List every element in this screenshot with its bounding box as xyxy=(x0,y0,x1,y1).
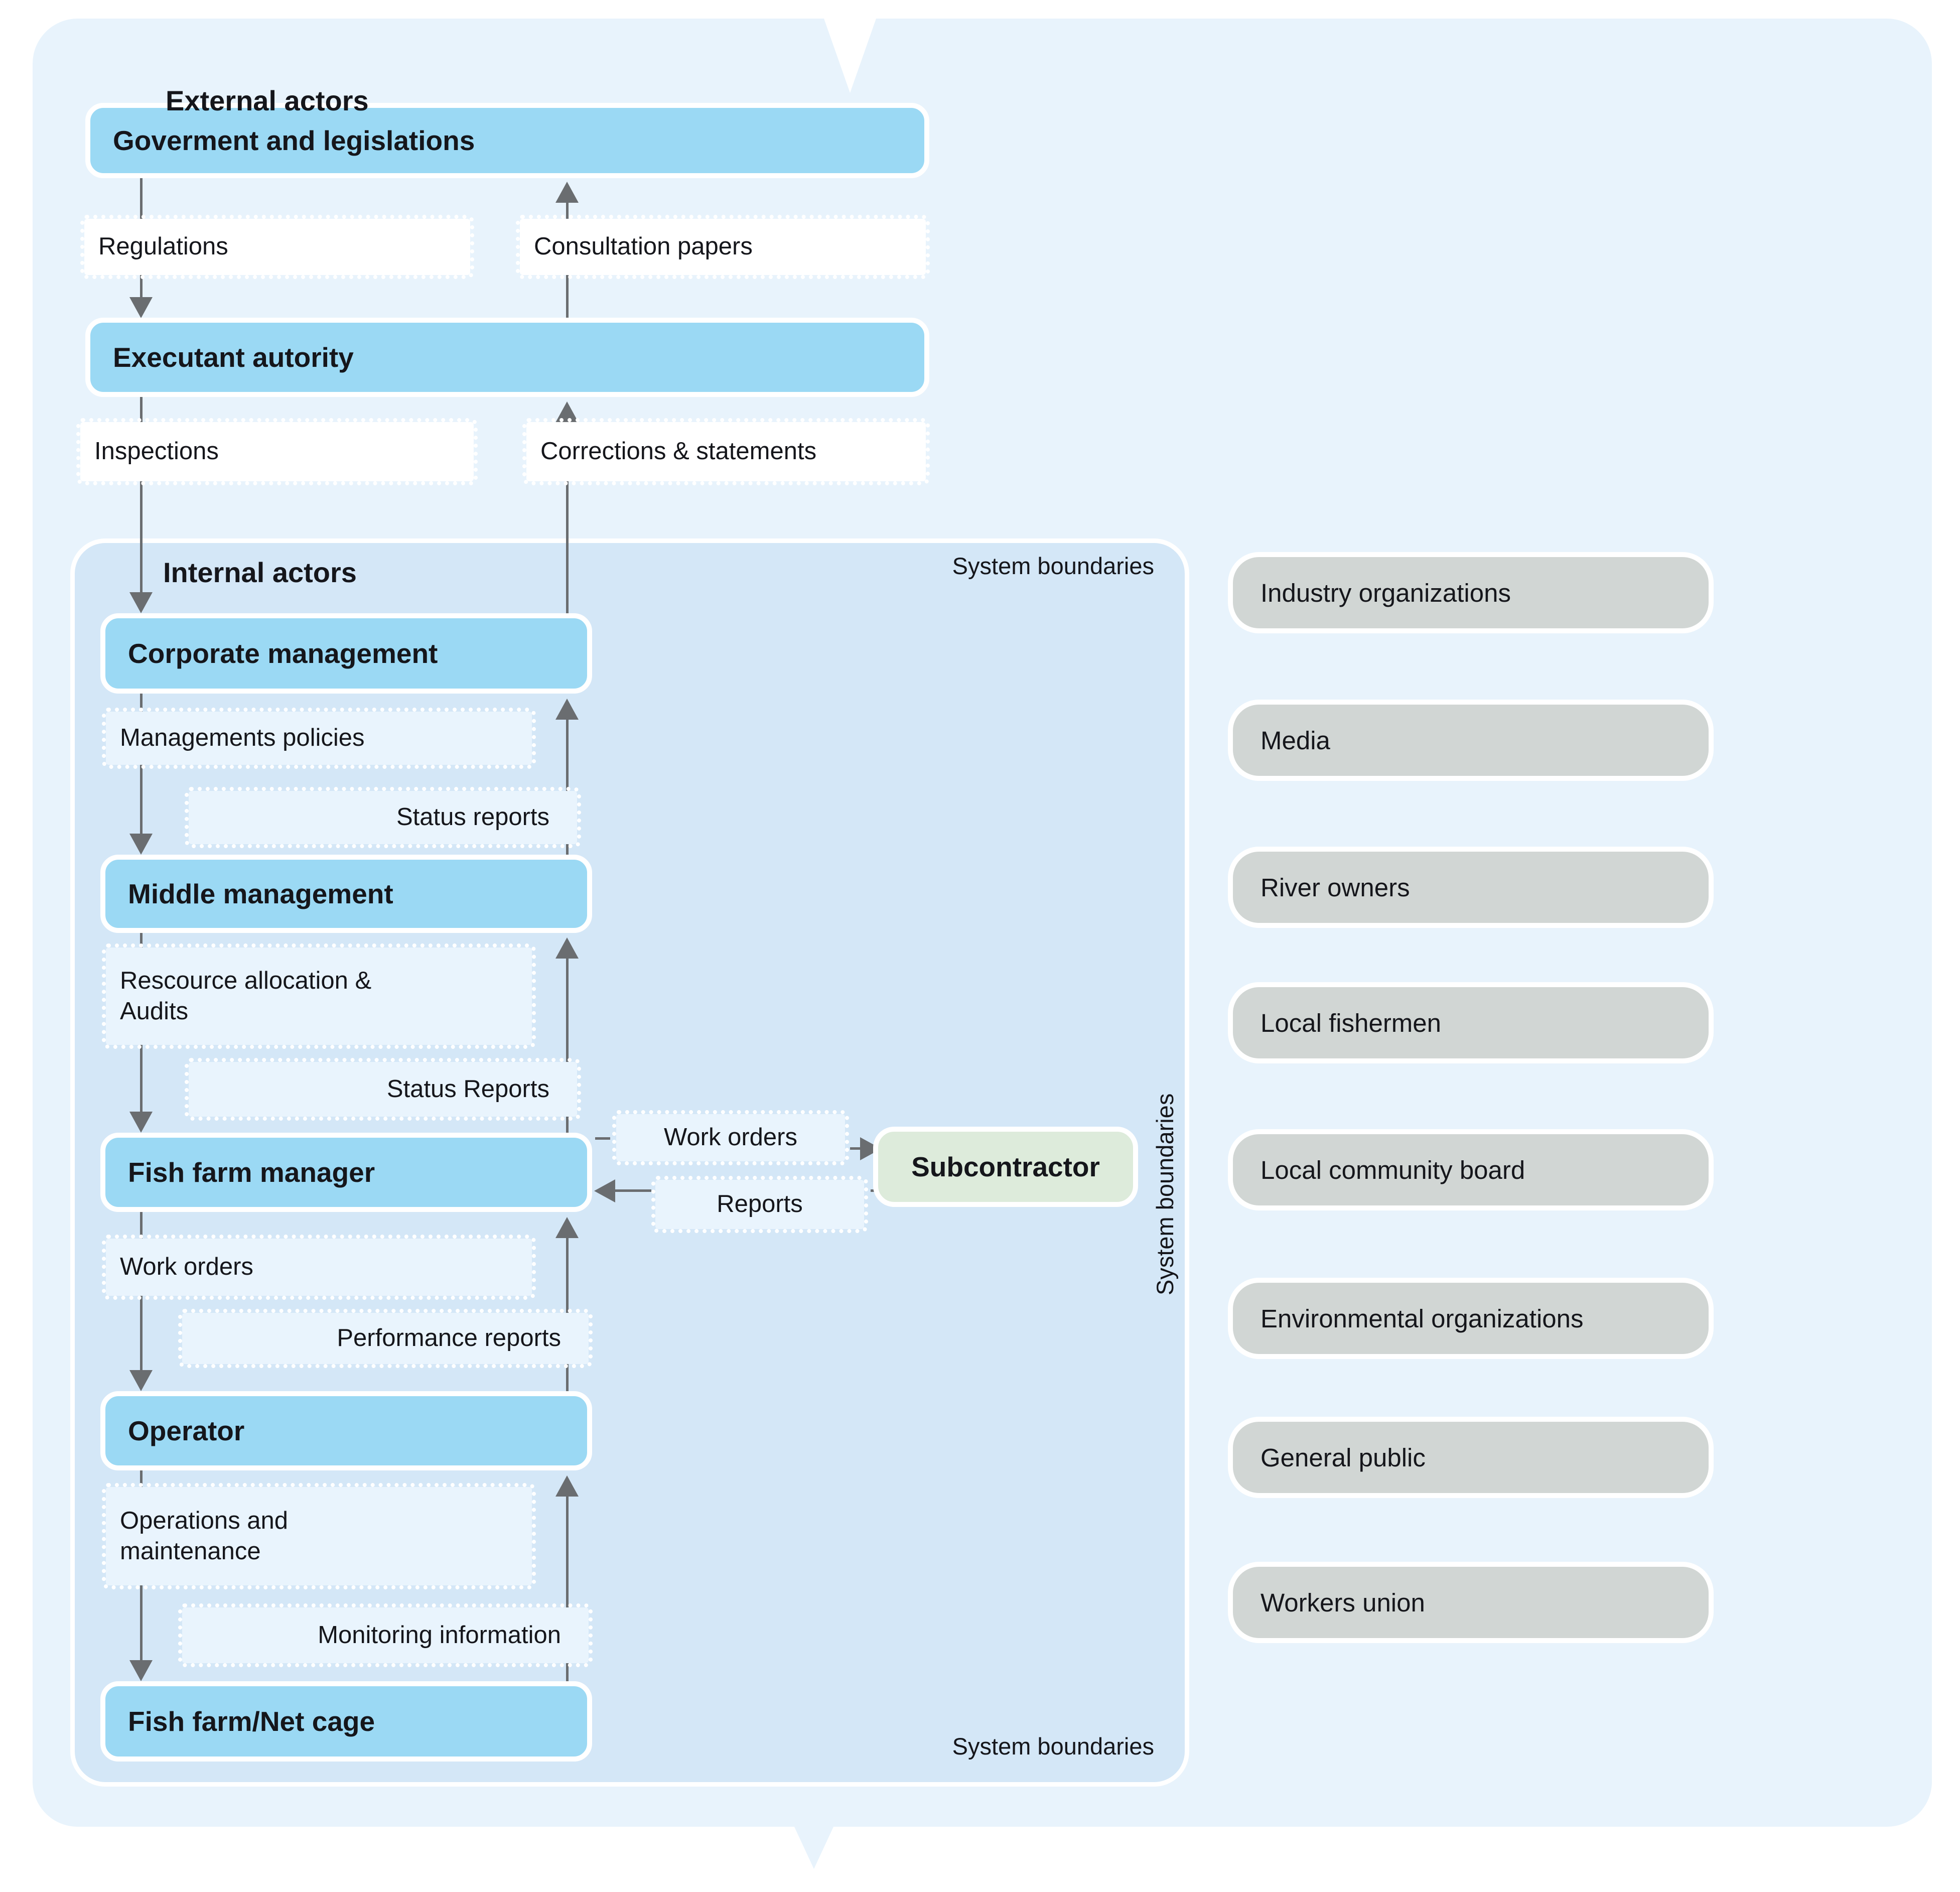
flow-resource-allocation-audits: Rescource allocation & Audits xyxy=(102,943,536,1049)
stakeholder-media: Media xyxy=(1228,700,1714,781)
arrowhead-down-4 xyxy=(129,1112,153,1133)
system-boundaries-label-side: System boundaries xyxy=(1152,1093,1178,1296)
arrow-line-workorders-subcontractor xyxy=(850,1147,860,1150)
arrowhead-down-5 xyxy=(129,1370,153,1391)
flow-consultation-papers: Consultation papers xyxy=(516,215,930,279)
corporate-management-box: Corporate management xyxy=(100,613,592,694)
stakeholder-river-owners: River owners xyxy=(1228,847,1714,928)
flow-management-policies: Managements policies xyxy=(102,708,536,769)
arrow-line-monitoring-up xyxy=(566,1496,569,1681)
external-actors-title: External actors xyxy=(166,85,369,116)
system-boundaries-label-top: System boundaries xyxy=(952,553,1154,579)
operator-box: Operator xyxy=(100,1391,592,1470)
flow-monitoring-information: Monitoring information xyxy=(178,1603,593,1667)
flow-corrections-statements: Corrections & statements xyxy=(522,418,930,485)
arrowhead-down-3 xyxy=(129,834,153,855)
flow-status-reports-2: Status Reports xyxy=(185,1058,581,1121)
stakeholder-industry-organizations: Industry organizations xyxy=(1228,552,1714,633)
arrowhead-up-5 xyxy=(555,1217,579,1238)
arrowhead-up-6 xyxy=(555,1475,579,1497)
subcontractor-box: Subcontractor xyxy=(873,1127,1138,1207)
stakeholder-workers-union: Workers union xyxy=(1228,1562,1714,1643)
stakeholder-environmental-organizations: Environmental organizations xyxy=(1228,1278,1714,1359)
arrowhead-down-1 xyxy=(129,297,153,318)
bottom-tail-shape xyxy=(794,1826,834,1869)
arrowhead-down-2 xyxy=(129,592,153,613)
arrow-line-status-reports-up-2 xyxy=(566,958,569,1133)
arrow-line-executant-corporate xyxy=(140,397,143,592)
arrowhead-up-1 xyxy=(555,182,579,203)
arrow-line-corrections-up xyxy=(566,422,569,613)
internal-actors-title: Internal actors xyxy=(163,557,357,588)
arrowhead-up-4 xyxy=(555,937,579,959)
arrowhead-up-3 xyxy=(555,699,579,720)
middle-management-box: Middle management xyxy=(100,855,592,933)
arrowhead-left-manager xyxy=(594,1179,615,1202)
flow-reports-from-subcontractor: Reports xyxy=(651,1176,868,1233)
stakeholder-local-community-board: Local community board xyxy=(1228,1129,1714,1210)
top-notch-shape xyxy=(824,19,876,93)
executant-authority-box: Executant autority xyxy=(85,318,929,397)
government-box: Goverment and legislations xyxy=(85,103,929,178)
flow-operations-maintenance: Operations and maintenance xyxy=(102,1483,536,1589)
stakeholder-local-fishermen: Local fishermen xyxy=(1228,982,1714,1063)
dash-manager-workorders xyxy=(595,1137,610,1140)
arrowhead-down-6 xyxy=(129,1660,153,1681)
flow-work-orders-to-subcontractor: Work orders xyxy=(612,1110,849,1165)
fish-farm-manager-box: Fish farm manager xyxy=(100,1133,592,1212)
flow-regulations: Regulations xyxy=(80,215,474,279)
flow-work-orders: Work orders xyxy=(102,1235,536,1300)
fish-farm-net-cage-box: Fish farm/Net cage xyxy=(100,1681,592,1762)
stakeholder-general-public: General public xyxy=(1228,1417,1714,1498)
flow-status-reports-1: Status reports xyxy=(185,787,581,848)
flow-inspections: Inspections xyxy=(76,418,478,485)
arrow-line-status-reports-up-1 xyxy=(566,719,569,855)
arrow-line-reports-manager xyxy=(615,1189,651,1192)
flow-performance-reports: Performance reports xyxy=(178,1309,593,1368)
system-boundaries-label-bottom: System boundaries xyxy=(952,1733,1154,1760)
